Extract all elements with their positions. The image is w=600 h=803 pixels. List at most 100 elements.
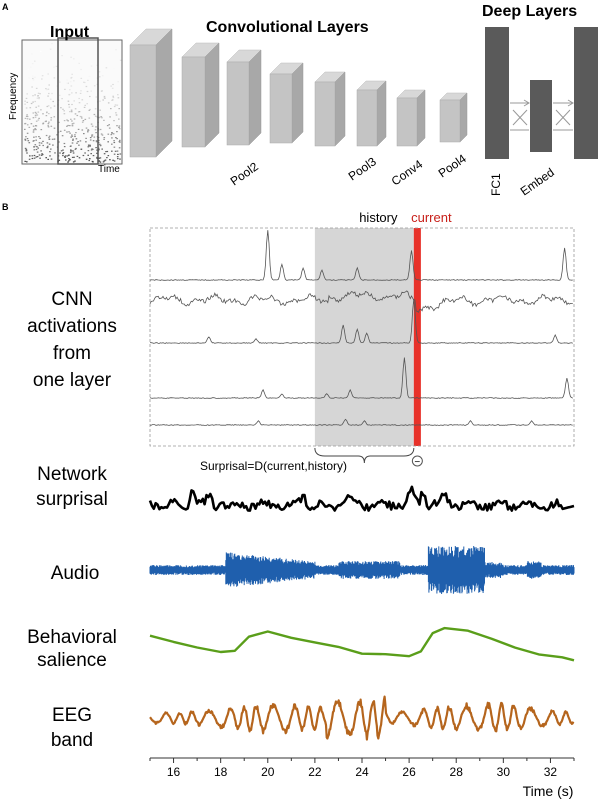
row-label-cnn: CNN activations from one layer (27, 289, 117, 391)
spectrogram-speck (90, 153, 92, 155)
spectrogram-speck (112, 96, 115, 99)
spectrogram-speck (87, 79, 89, 81)
row-label-behavioral-line2: salience (37, 650, 107, 671)
spectrogram-speck (68, 131, 70, 133)
spectrogram-speck (60, 107, 62, 109)
spectrogram-speck (34, 111, 37, 113)
spectrogram-speck (114, 104, 117, 106)
surprisal-formula: Surprisal=D(current,history) (200, 459, 347, 473)
spectrogram-speck (35, 87, 38, 89)
spectrogram-speck (25, 107, 28, 109)
spectrogram-speck (71, 156, 74, 158)
spectrogram-speck (75, 138, 78, 140)
row-label-behavioral: Behavioral salience (27, 627, 117, 671)
spectrogram-speck (113, 153, 116, 155)
spectrogram-speck (70, 77, 72, 79)
pool4-label: Pool4 (436, 151, 469, 180)
spectrogram-speck (80, 148, 83, 150)
spectrogram-speck (82, 120, 85, 122)
spectrogram-speck (73, 118, 76, 120)
spectrogram-speck (103, 160, 106, 162)
spectrogram-speck (45, 157, 47, 159)
spectrogram-speck (96, 149, 98, 151)
spectrogram-speck (103, 119, 105, 121)
spectrogram-speck (92, 140, 95, 142)
spectrogram-speck (34, 94, 36, 96)
spectrogram-speck (51, 43, 53, 45)
spectrogram-speck (107, 141, 109, 143)
pool2-label: Pool2 (228, 159, 261, 188)
spectrogram-speck (119, 158, 121, 160)
spectrogram-speck (79, 140, 82, 142)
spectrogram-speck (45, 115, 48, 117)
spectrogram-speck (30, 123, 33, 125)
spectrogram-speck (41, 153, 44, 156)
spectrogram-speck (50, 119, 52, 121)
spectrogram-speck (40, 154, 43, 156)
spectrogram-speck (26, 93, 28, 95)
spectrogram-speck (78, 97, 80, 100)
spectrogram-speck (119, 59, 122, 61)
spectrogram-speck (71, 120, 73, 122)
spectrogram-speck (118, 125, 121, 127)
spectrogram-speck (36, 114, 39, 116)
spectrogram-speck (89, 145, 91, 147)
cnn-activation-traces (149, 230, 574, 426)
spectrogram-speck (69, 132, 71, 134)
spectrogram-speck (63, 129, 66, 131)
spectrogram-speck (32, 125, 35, 127)
spectrogram-speck (93, 85, 96, 87)
spectrogram-speck (58, 159, 61, 161)
spectrogram-speck (61, 55, 63, 57)
spectrogram-speck (68, 158, 70, 160)
spectrogram-speck (88, 109, 91, 111)
spectrogram-speck (106, 157, 108, 159)
spectrogram-speck (42, 140, 44, 142)
conv-box-side (204, 42, 220, 148)
spectrogram-speck (84, 118, 87, 120)
spectrogram-speck (118, 147, 121, 149)
fc2-block (574, 27, 598, 159)
spectrogram-speck (70, 85, 73, 87)
spectrogram-speck (91, 125, 94, 127)
embed-block (530, 80, 552, 152)
spectrogram-speck (82, 154, 85, 157)
row-label-behavioral-line1: Behavioral (27, 627, 117, 648)
spectrogram-speck (52, 144, 54, 146)
conv-box-front (226, 61, 250, 146)
spectrogram-speck (50, 148, 52, 150)
spectrogram-speck (36, 156, 39, 158)
audio-waveform-trace (149, 546, 575, 594)
conv-box-front (396, 97, 418, 147)
spectrogram-speck (70, 118, 72, 120)
spectrogram-speck (101, 134, 104, 136)
spectrogram-speck (116, 104, 119, 106)
spectrogram-speck (95, 141, 98, 143)
spectrogram-speck (48, 121, 50, 123)
conv-box-side (459, 92, 468, 143)
spectrogram-speck (108, 124, 110, 126)
spectrogram-speck (117, 153, 119, 155)
spectrogram-speck (53, 105, 56, 107)
cnn-activations-frame (149, 227, 575, 447)
spectrogram-speck (96, 64, 98, 66)
spectrogram-speck (118, 141, 121, 143)
spectrogram-speck (110, 108, 112, 110)
spectrogram-speck (78, 144, 80, 146)
spectrogram-speck (48, 84, 50, 86)
spectrogram-speck (51, 138, 54, 140)
spectrogram-speck (77, 128, 80, 130)
spectrogram-speck (95, 140, 98, 142)
x-tick-label: 24 (355, 765, 369, 779)
minus-circle (411, 455, 423, 467)
spectrogram-speck (91, 134, 93, 136)
spectrogram-speck (112, 83, 114, 86)
spectrogram-speck (40, 50, 42, 52)
spectrogram-speck (28, 77, 30, 79)
spectrogram-speck (50, 125, 53, 127)
spectrogram-speck (63, 110, 65, 112)
spectrogram-speck (75, 92, 77, 94)
spectrogram-speck (26, 138, 29, 140)
spectrogram-speck (71, 103, 73, 106)
spectrogram-speck (32, 77, 34, 80)
